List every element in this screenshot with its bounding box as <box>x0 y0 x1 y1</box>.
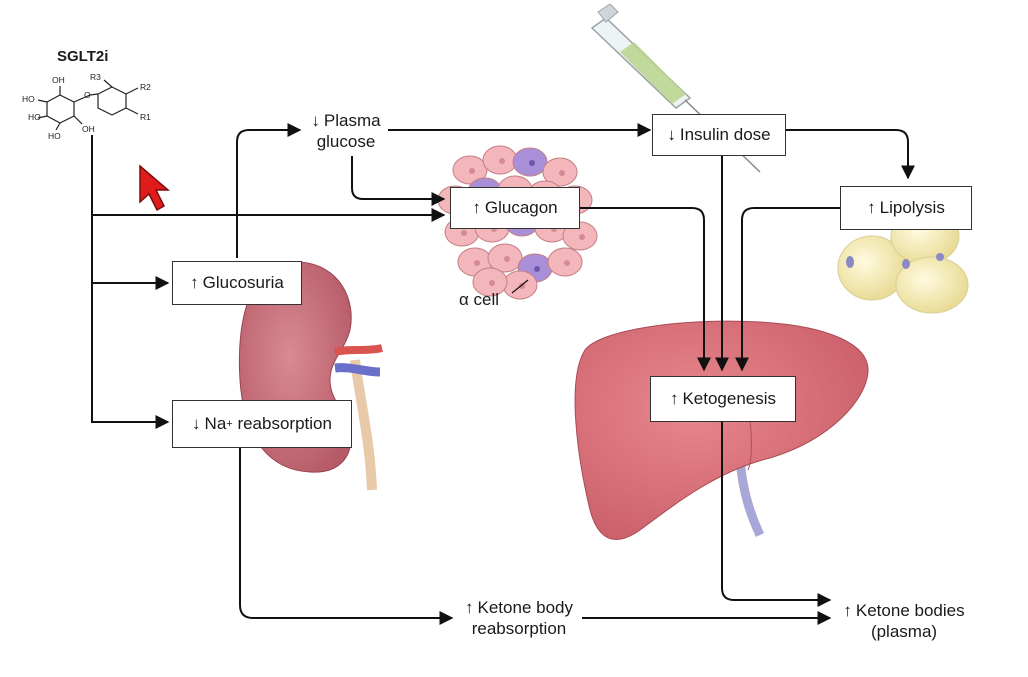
arrow-glucagon-to-ketogenesis <box>580 207 711 372</box>
node-na-reabsorption: ↓Na+ reabsorption <box>172 400 352 448</box>
cell-nucleus <box>474 260 480 266</box>
structure-label-r3: R3 <box>90 72 101 82</box>
node-ketone-bodies-plasma: ↑Ketone bodies (plasma) <box>843 601 965 641</box>
structure-label-oh-top: OH <box>52 75 65 85</box>
alpha-cell-pointer <box>511 279 529 294</box>
cell-nucleus <box>519 283 525 289</box>
node-lipolysis: ↑Lipolysis <box>840 186 972 230</box>
increase-arrow-icon: ↑ <box>472 198 481 217</box>
increase-arrow-icon: ↑ <box>190 273 199 292</box>
arrow-glucosuria-to-plasma-glucose <box>236 123 302 258</box>
structure-label-o: O <box>84 90 91 100</box>
structure-label-ho-1: HO <box>22 94 35 104</box>
flow-arrows <box>91 123 915 625</box>
decrease-arrow-icon: ↓ <box>667 125 676 144</box>
cell-nucleus <box>504 256 510 262</box>
structure-label-ho-3: HO <box>48 131 61 141</box>
sglt2i-title: SGLT2i <box>57 48 109 65</box>
structure-label-ho-2: HO <box>28 112 41 122</box>
arrow-na-to-ketone-reabsorption <box>239 448 454 625</box>
cell-nucleus <box>461 230 467 236</box>
node-glucagon: ↑Glucagon <box>450 187 580 229</box>
arrow-plasma-glucose-to-glucagon <box>351 156 446 206</box>
syringe-illustration <box>590 3 761 173</box>
decrease-arrow-icon: ↓ <box>192 414 201 433</box>
cell-nucleus <box>469 168 475 174</box>
cell-nucleus <box>534 266 540 272</box>
cell-nucleus <box>489 280 495 286</box>
structure-label-oh-bottom: OH <box>82 124 95 134</box>
structure-label-r1: R1 <box>140 112 151 122</box>
increase-arrow-icon: ↑ <box>669 389 679 408</box>
node-insulin-dose: ↓Insulin dose <box>652 114 786 156</box>
cell-nucleus <box>499 158 505 164</box>
cell-nucleus <box>579 234 585 240</box>
mouse-cursor-icon <box>139 164 171 212</box>
arrow-sglt2i-to-na-reabsorption <box>91 283 170 429</box>
arrow-insulin-to-lipolysis <box>786 129 915 180</box>
cell-nucleus <box>564 260 570 266</box>
node-ketone-body-reabsorption: ↑Ketone body reabsorption <box>465 598 573 638</box>
node-ketogenesis: ↑Ketogenesis <box>650 376 796 422</box>
node-glucosuria: ↑Glucosuria <box>172 261 302 305</box>
structure-label-r2: R2 <box>140 82 151 92</box>
arrow-lipolysis-to-ketogenesis <box>735 207 840 372</box>
decrease-arrow-icon: ↓ <box>311 111 320 130</box>
increase-arrow-icon: ↑ <box>867 198 876 217</box>
cell-nucleus <box>529 160 535 166</box>
increase-arrow-icon: ↑ <box>843 601 852 620</box>
alpha-cell-label: α cell <box>458 290 500 309</box>
node-plasma-glucose: ↓Plasma glucose <box>311 111 381 151</box>
sglt2i-structure-icon <box>37 79 139 131</box>
increase-arrow-icon: ↑ <box>465 598 474 617</box>
arrow-ketogenesis-to-ketone-bodies <box>721 422 832 607</box>
cell-nucleus <box>559 170 565 176</box>
